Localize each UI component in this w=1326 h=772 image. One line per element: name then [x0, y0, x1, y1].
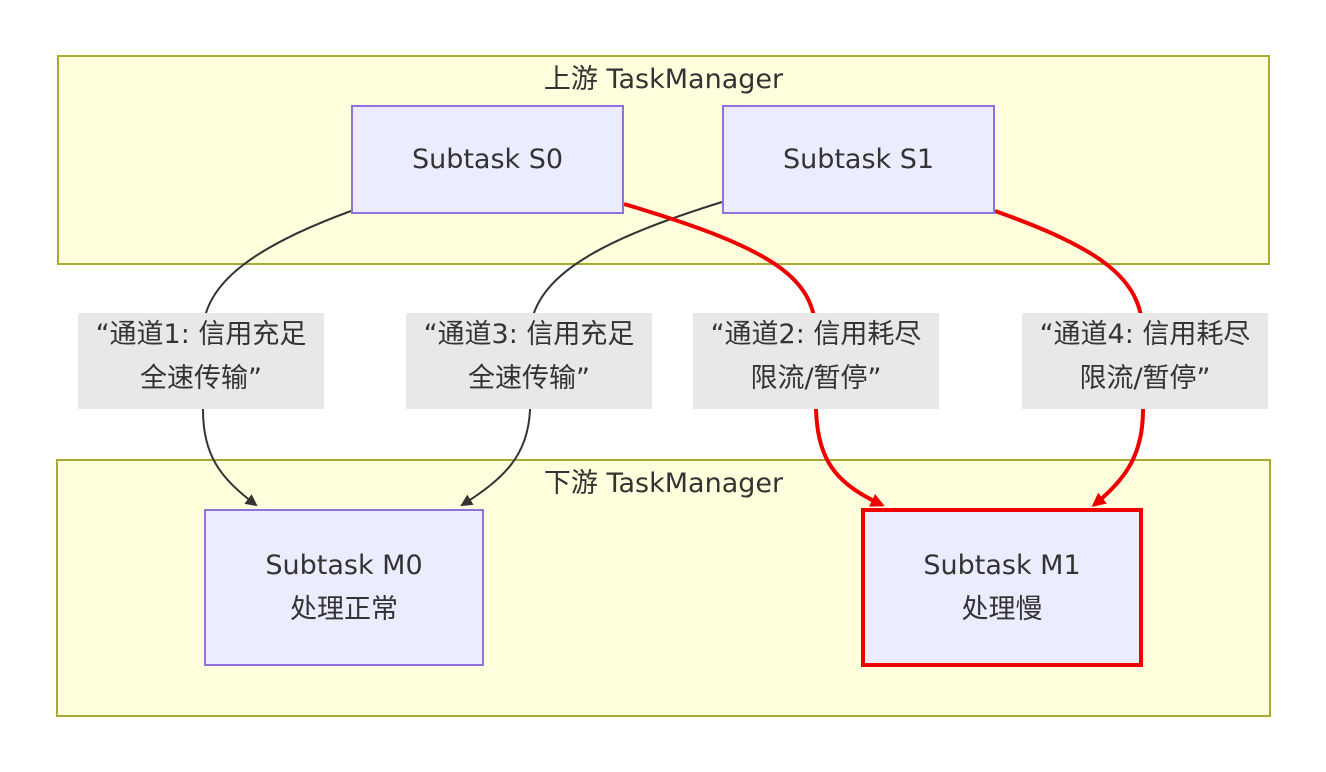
downstream-cluster-title: 下游 TaskManager — [543, 468, 784, 499]
edge-label-line: 全速传输” — [468, 363, 590, 394]
subtask-m0-status: 处理正常 — [290, 593, 398, 625]
subtask-m0-title: Subtask M0 — [265, 549, 423, 581]
edge-label-line: “通道1: 信用充足 — [95, 319, 307, 350]
edge-label-channel-2: “通道2: 信用耗尽 限流/暂停” — [693, 313, 939, 409]
subtask-m1-node: Subtask M1 处理慢 — [861, 508, 1143, 667]
subtask-m1-title: Subtask M1 — [923, 549, 1081, 581]
subtask-m1-status: 处理慢 — [961, 593, 1043, 625]
edge-label-line: “通道3: 信用充足 — [423, 319, 635, 350]
edge-label-channel-3: “通道3: 信用充足 全速传输” — [406, 313, 652, 409]
edge-label-line: 限流/暂停” — [1079, 363, 1211, 394]
subtask-s1-node: Subtask S1 — [722, 105, 995, 214]
subtask-s0-label: Subtask S0 — [411, 143, 564, 175]
subtask-s0-node: Subtask S0 — [351, 105, 624, 214]
edge-label-line: 全速传输” — [140, 363, 262, 394]
upstream-taskmanager-cluster: 上游 TaskManager — [57, 55, 1270, 265]
edge-label-channel-1: “通道1: 信用充足 全速传输” — [78, 313, 324, 409]
subtask-m0-node: Subtask M0 处理正常 — [204, 509, 484, 666]
edge-label-line: 限流/暂停” — [750, 363, 882, 394]
subtask-s1-label: Subtask S1 — [782, 143, 935, 175]
edge-label-line: “通道4: 信用耗尽 — [1039, 319, 1251, 350]
edge-label-channel-4: “通道4: 信用耗尽 限流/暂停” — [1022, 313, 1268, 409]
edge-label-line: “通道2: 信用耗尽 — [710, 319, 922, 350]
upstream-cluster-title: 上游 TaskManager — [543, 64, 784, 95]
